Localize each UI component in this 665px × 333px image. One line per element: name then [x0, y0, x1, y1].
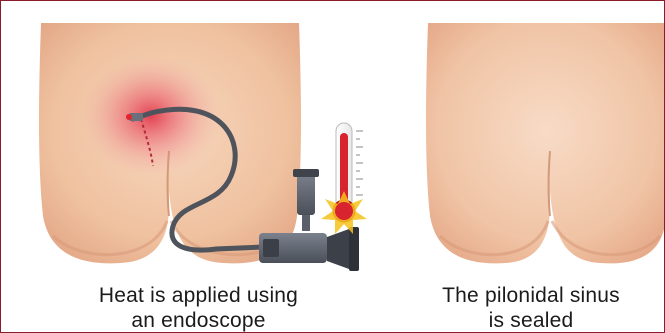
buttocks-before — [39, 23, 301, 263]
result-caption-line1: The pilonidal sinus — [396, 283, 665, 308]
heat-flash-icon — [321, 191, 367, 234]
procedure-caption-line1: Heat is applied using — [1, 283, 396, 308]
result-panel: The pilonidal sinus is sealed — [396, 1, 665, 333]
result-caption: The pilonidal sinus is sealed — [396, 283, 665, 333]
procedure-panel: Heat is applied using an endoscope — [1, 1, 396, 333]
buttocks-after — [426, 23, 665, 263]
heat-area — [81, 56, 221, 176]
procedure-caption-line2: an endoscope — [1, 308, 396, 333]
procedure-caption: Heat is applied using an endoscope — [1, 283, 396, 333]
result-caption-line2: is sealed — [396, 308, 665, 333]
